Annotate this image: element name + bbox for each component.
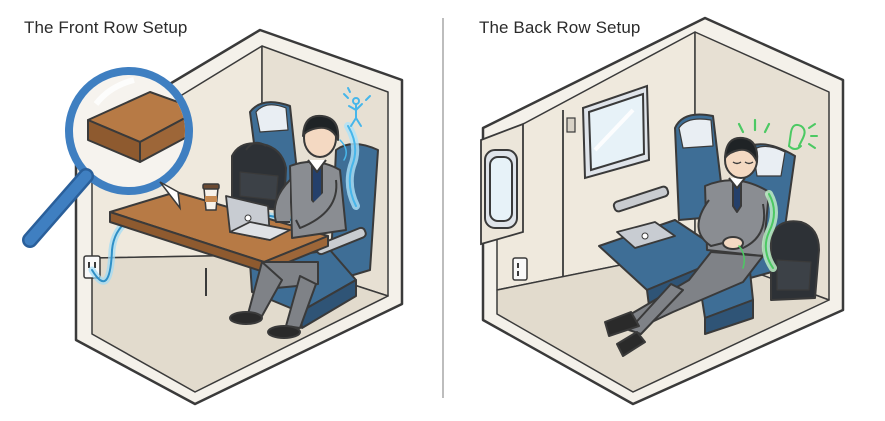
power-outlet-icon — [512, 257, 528, 281]
back-row-panel: The Back Row Setup — [443, 0, 885, 421]
magnifier-icon — [22, 67, 193, 248]
back-row-illustration — [480, 16, 845, 406]
laptop-icon — [225, 195, 291, 241]
back-row-title: The Back Row Setup — [479, 18, 641, 37]
relaxed-arm-icon — [788, 123, 818, 150]
panel-divider — [442, 18, 444, 398]
front-row-panel: The Front Row Setup — [0, 0, 442, 421]
front-businessman — [229, 114, 347, 339]
window-icon — [484, 149, 518, 229]
laptop-icon — [616, 221, 676, 249]
backpack-icon — [231, 141, 287, 211]
coffee-cup-icon — [202, 183, 220, 211]
backpack-icon — [770, 220, 820, 301]
front-row-title: The Front Row Setup — [24, 18, 188, 37]
comfort-sparkle-icon — [737, 118, 771, 134]
comfort-glow — [738, 190, 778, 272]
front-row-illustration — [22, 28, 404, 406]
main-window — [581, 84, 651, 180]
back-businessman — [604, 136, 770, 357]
back-strain-glow — [339, 122, 360, 210]
back-compartment — [481, 16, 845, 406]
back-pain-icon — [343, 87, 371, 127]
